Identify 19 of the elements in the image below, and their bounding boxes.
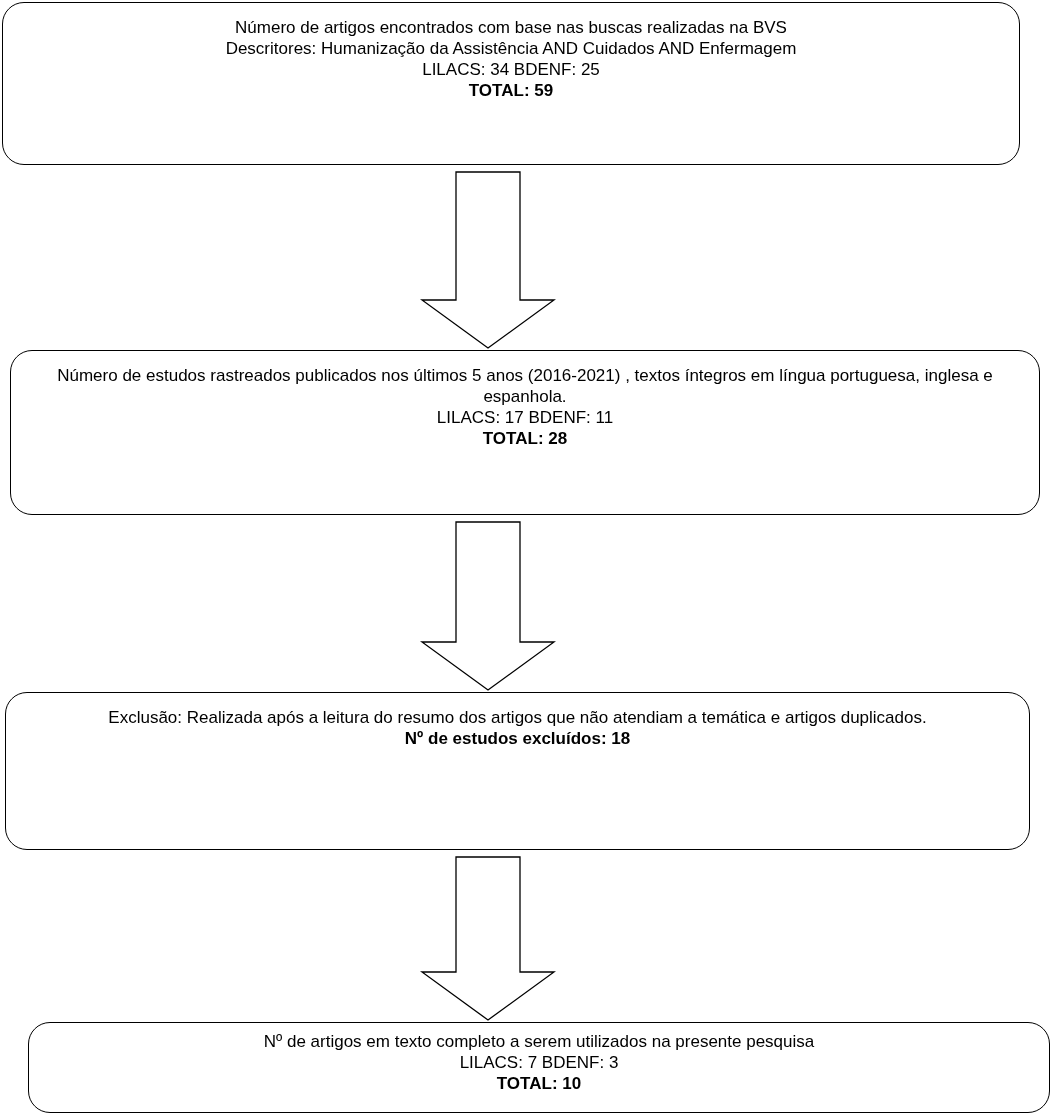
block-arrow	[420, 171, 556, 349]
block-arrow	[420, 856, 556, 1021]
process-box	[2, 2, 1020, 165]
block-arrow	[420, 521, 556, 691]
box-text: LILACS: 7 BDENF: 3	[459, 1052, 619, 1073]
box-text: Nº de estudos excluídos: 18	[404, 728, 631, 749]
box-text: Nº de artigos em texto completo a serem utilizados na presente pesquisa	[263, 1031, 815, 1052]
box-text: TOTAL: 59	[468, 80, 554, 101]
box-text: TOTAL: 10	[496, 1073, 582, 1094]
box-text: LILACS: 17 BDENF: 11	[436, 407, 614, 428]
process-box	[10, 350, 1040, 515]
box-text: Descritores: Humanização da Assistência AND Cuidados AND Enfermagem	[225, 38, 797, 59]
box-text: LILACS: 34 BDENF: 25	[422, 59, 600, 80]
process-box	[5, 692, 1030, 850]
process-box	[28, 1022, 1050, 1113]
box-text: Número de estudos rastreados publicados nos últimos 5 anos (2016-2021) , textos íntegros em língua portuguesa, inglesa e espanhola.	[56, 365, 994, 407]
box-text: Número de artigos encontrados com base nas buscas realizadas na BVS	[235, 17, 787, 38]
box-text: Exclusão: Realizada após a leitura do resumo dos artigos que não atendiam a temática e artigos duplicados.	[108, 707, 927, 728]
box-text: TOTAL: 28	[482, 428, 568, 449]
